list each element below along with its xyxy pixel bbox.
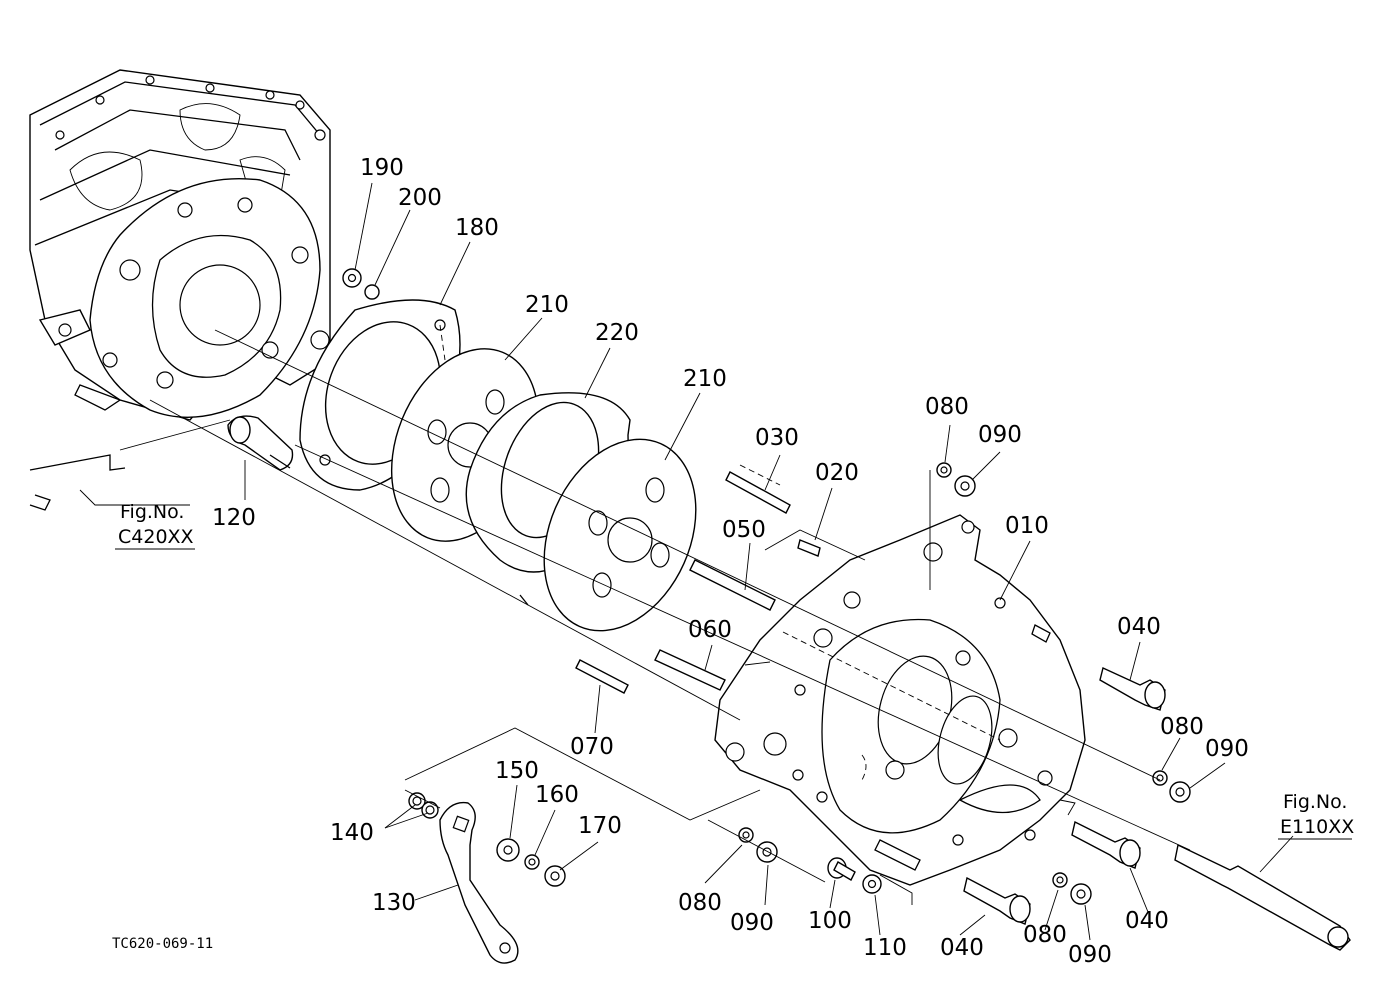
part-210-plate-drawing-b bbox=[543, 438, 697, 632]
washers-and-nuts-drawing bbox=[342, 268, 1191, 905]
label-080-c: 080 bbox=[678, 890, 722, 916]
label-120: 120 bbox=[212, 505, 256, 531]
label-130: 130 bbox=[372, 890, 416, 916]
part-120-pin-drawing bbox=[227, 415, 294, 471]
drawing-code: TC620-069-11 bbox=[112, 936, 213, 952]
leader-lines bbox=[244, 182, 1294, 941]
label-200: 200 bbox=[398, 185, 442, 211]
label-090-a: 090 bbox=[978, 422, 1022, 448]
label-050: 050 bbox=[722, 517, 766, 543]
label-020: 020 bbox=[815, 460, 859, 486]
label-040-b: 040 bbox=[940, 935, 984, 961]
engine-block-drawing bbox=[29, 69, 331, 511]
figure-references: Fig.No. C420XX Fig.No. E110XX TC620-069-… bbox=[112, 501, 1354, 952]
left-fig-code: C420XX bbox=[118, 526, 194, 548]
label-210-a: 210 bbox=[525, 292, 569, 318]
label-010: 010 bbox=[1005, 513, 1049, 539]
label-170: 170 bbox=[578, 813, 622, 839]
part-010-housing-drawing bbox=[714, 514, 1086, 886]
label-080-a: 080 bbox=[925, 394, 969, 420]
label-110: 110 bbox=[863, 935, 907, 961]
label-150: 150 bbox=[495, 758, 539, 784]
assembly-lines bbox=[79, 324, 1191, 905]
right-fig-title: Fig.No. bbox=[1283, 791, 1347, 813]
label-140: 140 bbox=[330, 820, 374, 846]
part-number-labels: 190 200 180 210 220 210 030 020 080 090 … bbox=[212, 155, 1249, 968]
label-080-b: 080 bbox=[1160, 714, 1204, 740]
label-040-c: 040 bbox=[1125, 908, 1169, 934]
label-080-d: 080 bbox=[1023, 922, 1067, 948]
label-220: 220 bbox=[595, 320, 639, 346]
label-210-b: 210 bbox=[683, 366, 727, 392]
label-090-d: 090 bbox=[1068, 942, 1112, 968]
right-fig-code: E110XX bbox=[1280, 816, 1354, 838]
studs-and-bolts-drawing bbox=[575, 471, 1351, 951]
label-040-a: 040 bbox=[1117, 614, 1161, 640]
label-070: 070 bbox=[570, 734, 614, 760]
part-130-lever-drawing bbox=[439, 801, 519, 964]
label-180: 180 bbox=[455, 215, 499, 241]
label-090-c: 090 bbox=[730, 910, 774, 936]
label-090-b: 090 bbox=[1205, 736, 1249, 762]
label-100: 100 bbox=[808, 908, 852, 934]
label-190: 190 bbox=[360, 155, 404, 181]
label-060: 060 bbox=[688, 617, 732, 643]
label-160: 160 bbox=[535, 782, 579, 808]
left-fig-title: Fig.No. bbox=[120, 501, 184, 523]
label-030: 030 bbox=[755, 425, 799, 451]
